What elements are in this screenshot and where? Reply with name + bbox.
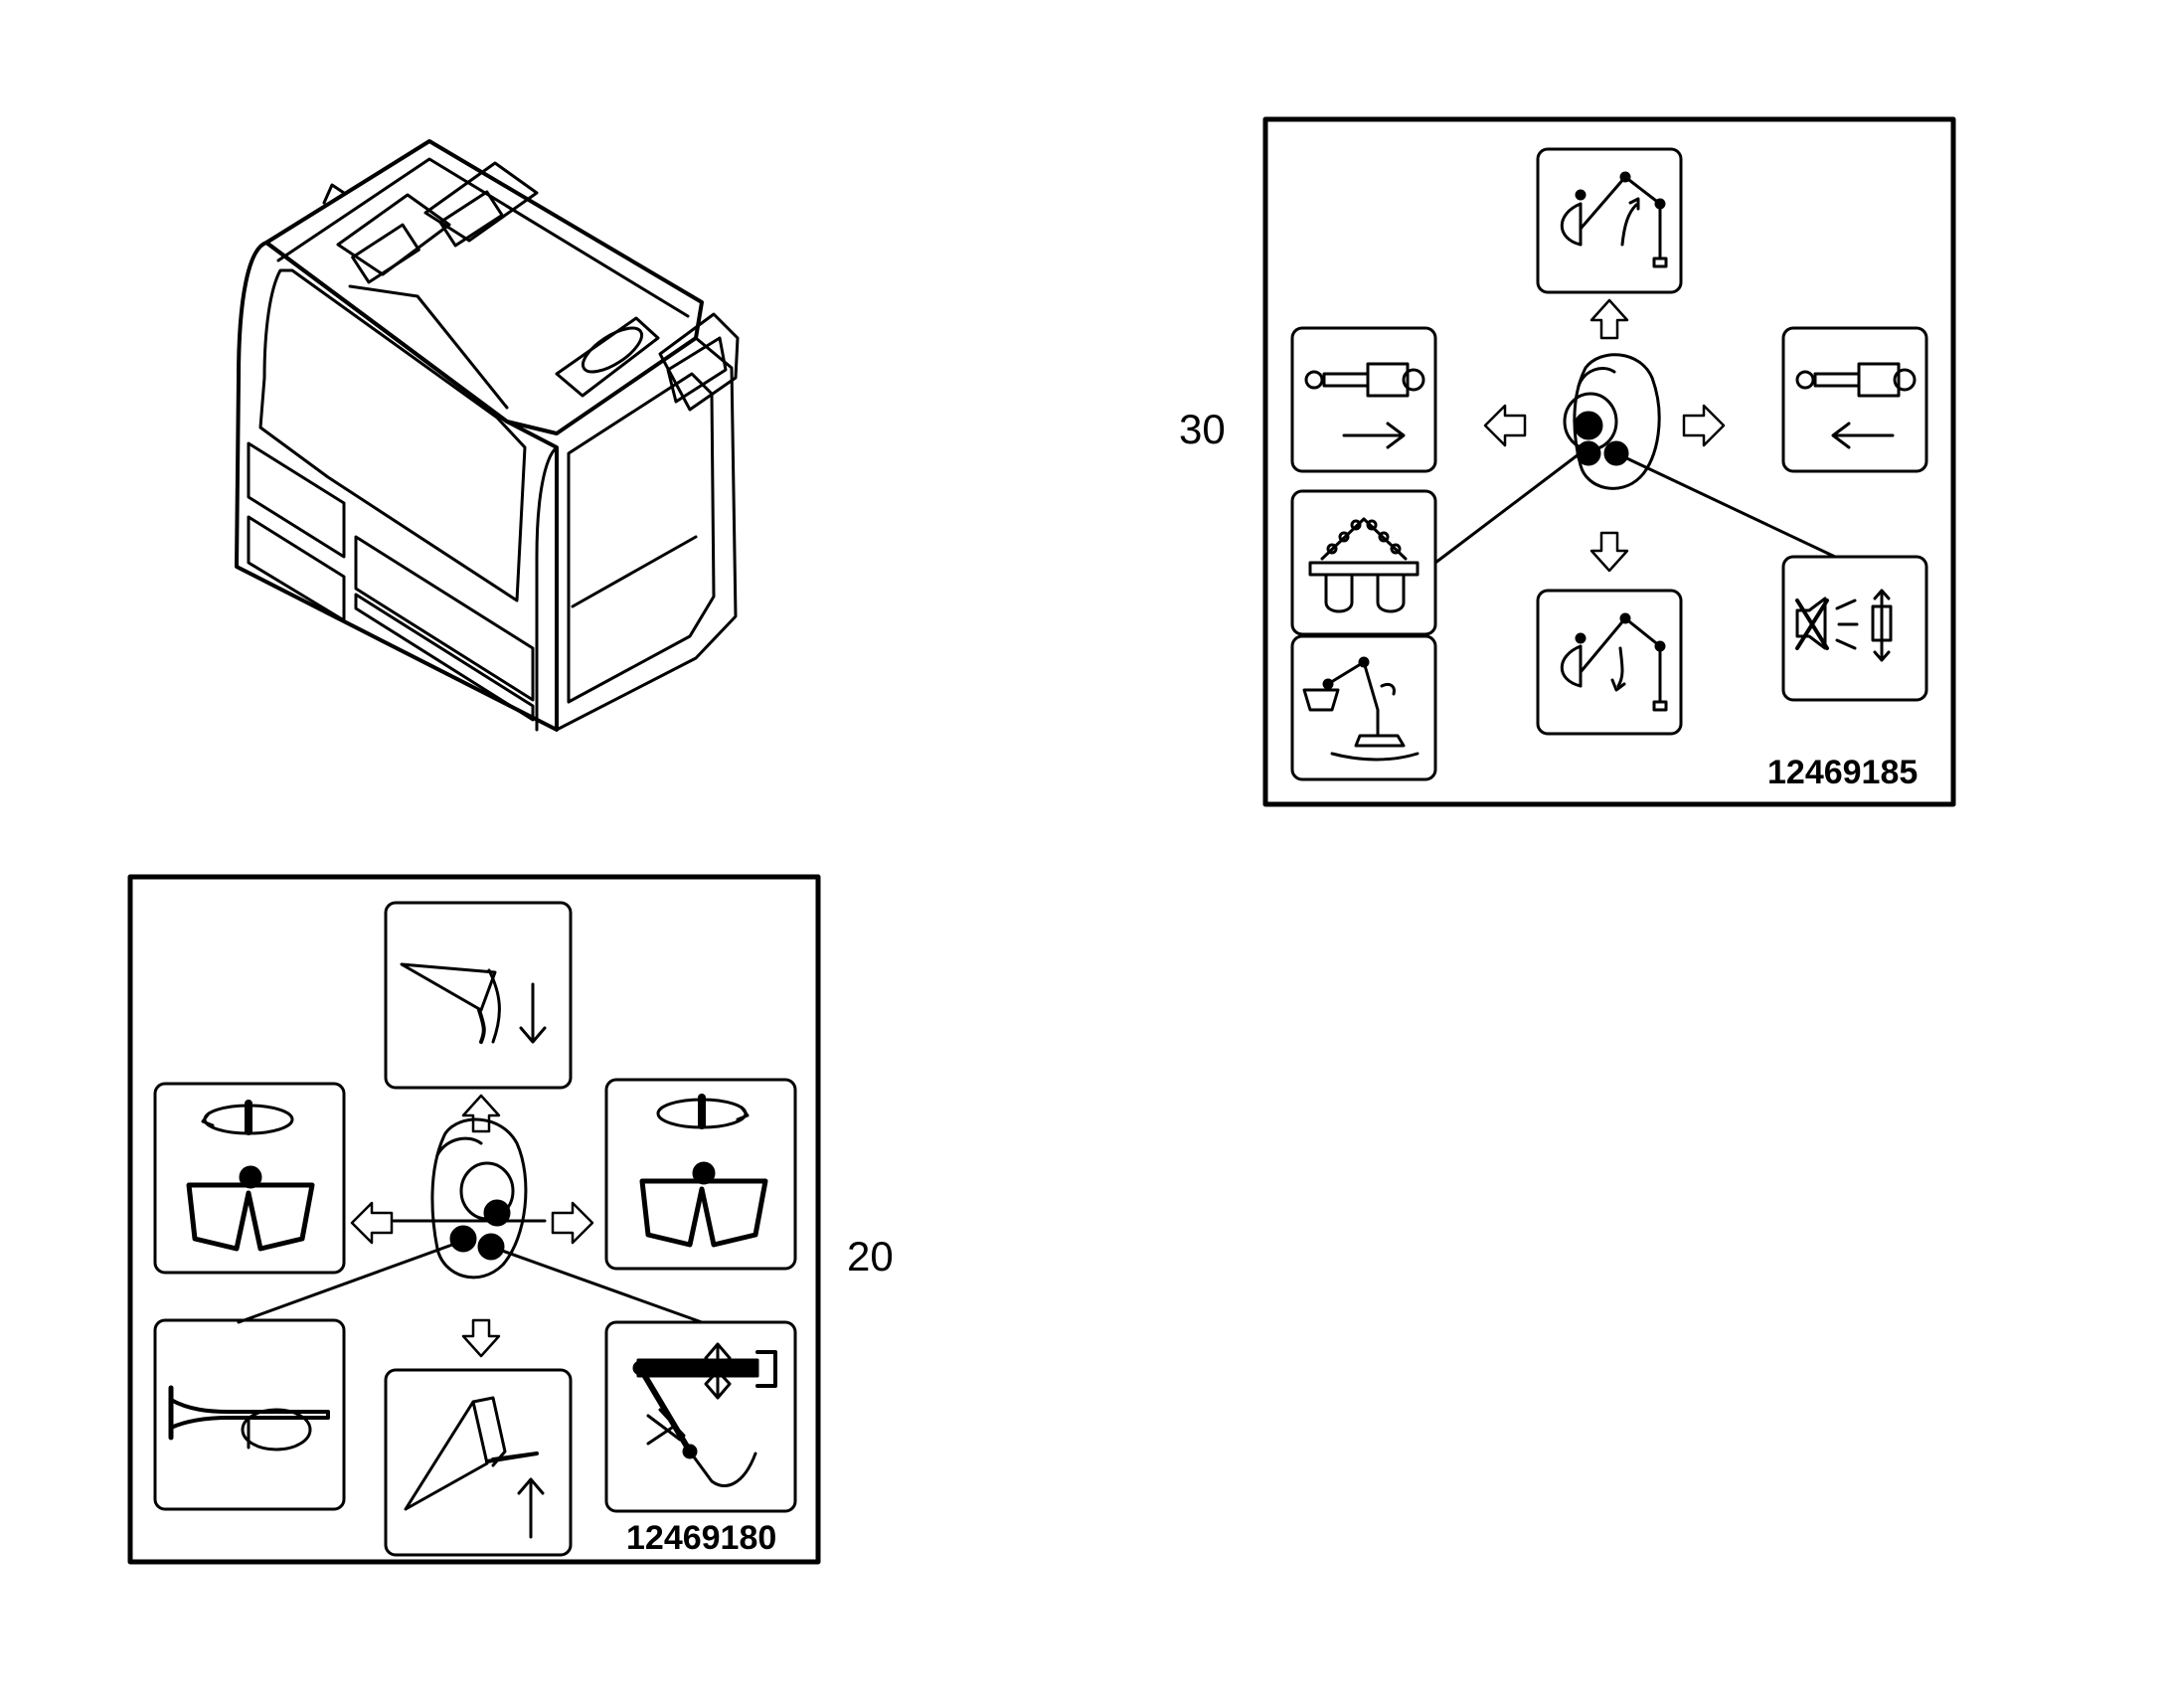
horn-icon <box>153 1318 346 1511</box>
cylinder-retract-icon <box>1781 326 1928 473</box>
swing-left-icon <box>153 1082 346 1275</box>
decal-right-joystick <box>1262 116 1956 807</box>
joystick-icon <box>237 1117 704 1324</box>
callout-20: 20 <box>847 1233 894 1280</box>
direction-arrows <box>1483 298 1726 573</box>
decal-left-joystick <box>127 874 821 1565</box>
quick-coupler-lock-icon <box>1290 489 1437 636</box>
grab-rotate-icon <box>1290 634 1437 781</box>
joystick-icon <box>1433 353 1837 565</box>
boom-lower-icon <box>1536 589 1683 736</box>
callout-30: 30 <box>1179 406 1226 452</box>
boom-float-icon <box>604 1320 797 1513</box>
swing-right-icon <box>604 1078 797 1271</box>
boom-lower-icon <box>384 901 573 1090</box>
boom-raise-icon <box>384 1368 573 1557</box>
cab-icon <box>235 139 740 732</box>
cylinder-extend-icon <box>1290 326 1437 473</box>
horn-mute-icon <box>1781 555 1928 702</box>
direction-arrows <box>350 1094 594 1358</box>
part-number-left-decal: 12469180 <box>626 1519 777 1557</box>
part-number-right-decal: 12469185 <box>1767 754 1919 791</box>
boom-raise-icon <box>1536 147 1683 294</box>
